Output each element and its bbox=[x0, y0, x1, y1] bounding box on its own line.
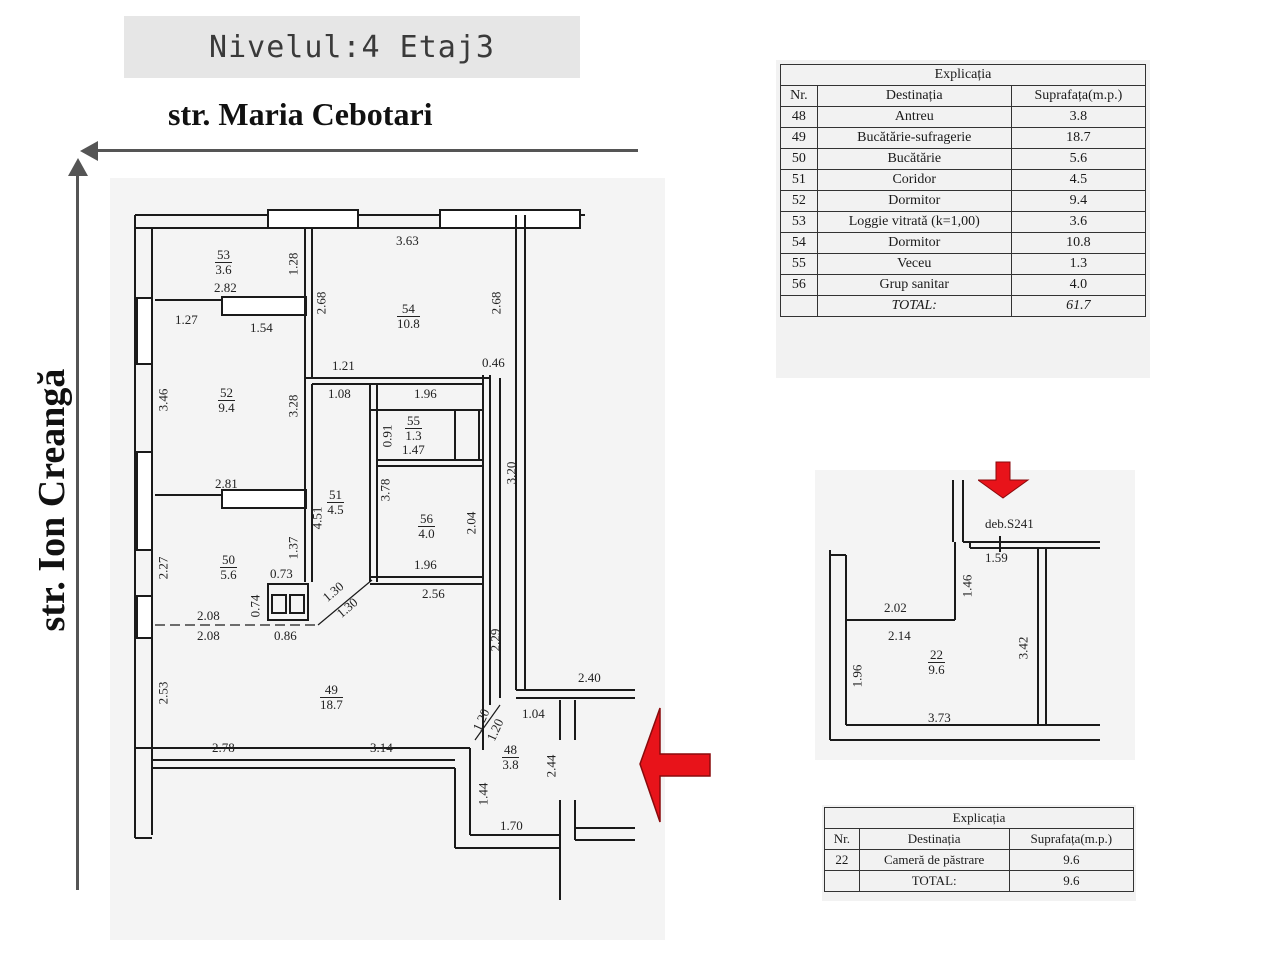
total-label: TOTAL: bbox=[858, 870, 1010, 892]
table-header: Nr. bbox=[824, 828, 860, 850]
dimension-label: 0.73 bbox=[270, 566, 293, 581]
dimension-label: 2.04 bbox=[463, 511, 479, 535]
dimension-label: 2.56 bbox=[422, 586, 445, 601]
storage-table-card: Explicația Nr. Destinația Suprafața(m.p.… bbox=[822, 805, 1136, 901]
table-header: Suprafața(m.p.) bbox=[1010, 85, 1147, 107]
dimension-label: 1.27 bbox=[175, 312, 198, 327]
arrow-up-icon bbox=[68, 158, 88, 176]
arrow-left-icon bbox=[80, 141, 98, 161]
dimension-label: 1.37 bbox=[285, 536, 301, 560]
dimension-label: 3.63 bbox=[396, 233, 419, 248]
dimension-label: 2.68 bbox=[488, 291, 504, 315]
plan-title: Nivelul:4 Etaj3 bbox=[209, 29, 495, 65]
dimension-label: 1.28 bbox=[285, 252, 301, 276]
dimension-label: 3.73 bbox=[928, 710, 951, 725]
table-header: Destinația bbox=[816, 85, 1012, 107]
dimension-label: 0.46 bbox=[482, 355, 505, 370]
dimension-label: 4.51 bbox=[309, 506, 325, 530]
dimension-label: 1.96 bbox=[414, 386, 437, 401]
dimension-label: 1.96 bbox=[849, 664, 865, 688]
table-caption: Explicația bbox=[824, 807, 1134, 829]
street-arrow-left-line bbox=[76, 170, 79, 890]
dimension-label: 3.14 bbox=[370, 740, 393, 755]
table-total-row: TOTAL: 61.7 bbox=[780, 295, 1147, 317]
total-value: 61.7 bbox=[1010, 295, 1147, 317]
dimension-label: 2.08 bbox=[197, 608, 220, 623]
dimension-label: 2.53 bbox=[155, 681, 171, 705]
dimension-label: 1.70 bbox=[500, 818, 523, 833]
dimension-label: 2.08 bbox=[197, 628, 220, 643]
dimension-label: 2.27 bbox=[155, 556, 171, 580]
storage-entrance-arrow-icon bbox=[978, 461, 1030, 499]
table-total-row: TOTAL: 9.6 bbox=[824, 870, 1135, 892]
dimension-label: 0.86 bbox=[274, 628, 297, 643]
dimension-label: 1.54 bbox=[250, 320, 273, 335]
dimension-label: 2.44 bbox=[543, 754, 559, 778]
dimension-label: 2.40 bbox=[578, 670, 601, 685]
dimension-label: 3.46 bbox=[155, 388, 171, 412]
dimension-label: 2.14 bbox=[888, 628, 911, 643]
table-caption: Explicația bbox=[780, 64, 1146, 86]
dimension-label: 1.46 bbox=[959, 574, 975, 598]
dimension-label: 1.04 bbox=[522, 706, 545, 721]
total-value: 9.6 bbox=[1008, 870, 1135, 892]
dimension-label: 0.91 bbox=[379, 424, 395, 448]
dimension-label: 3.78 bbox=[377, 478, 393, 502]
explanation-table-card: Explicația Nr. Destinația Suprafața(m.p.… bbox=[776, 60, 1150, 378]
storage-plan-background bbox=[815, 470, 1135, 760]
total-label: TOTAL: bbox=[816, 295, 1012, 317]
floor-plan-background bbox=[110, 178, 665, 940]
street-label-top: str. Maria Cebotari bbox=[168, 96, 433, 132]
dimension-label: 2.29 bbox=[487, 628, 503, 652]
dimension-label: 1.08 bbox=[328, 386, 351, 401]
explanation-table: Explicația Nr. Destinația Suprafața(m.p.… bbox=[780, 64, 1147, 317]
storage-table: Explicația Nr. Destinația Suprafața(m.p.… bbox=[824, 807, 1135, 892]
dimension-label: 3.28 bbox=[285, 394, 301, 418]
storage-id-label: deb.S241 bbox=[985, 516, 1034, 531]
street-label-left: str. Ion Creangă bbox=[31, 368, 73, 632]
street-arrow-top-line bbox=[92, 149, 638, 152]
dimension-label: 0.74 bbox=[247, 594, 263, 618]
dimension-label: 1.96 bbox=[414, 557, 437, 572]
dimension-label: 1.47 bbox=[402, 442, 425, 457]
dimension-label: 1.21 bbox=[332, 358, 355, 373]
dimension-label: 3.42 bbox=[1015, 636, 1031, 660]
table-header: Nr. bbox=[780, 85, 818, 107]
dimension-label: 1.44 bbox=[475, 782, 491, 806]
dimension-label: 2.02 bbox=[884, 600, 907, 615]
dimension-label: 3.20 bbox=[503, 461, 519, 485]
dimension-label: 2.82 bbox=[214, 280, 237, 295]
dimension-label: 1.59 bbox=[985, 550, 1008, 565]
dimension-label: 2.81 bbox=[215, 476, 238, 491]
entrance-arrow-icon bbox=[639, 707, 711, 823]
dimension-label: 2.68 bbox=[313, 291, 329, 315]
dimension-label: 2.78 bbox=[212, 740, 235, 755]
table-header: Suprafața(m.p.) bbox=[1008, 828, 1135, 850]
title-banner: Nivelul:4 Etaj3 bbox=[124, 16, 580, 78]
table-header: Destinația bbox=[858, 828, 1010, 850]
